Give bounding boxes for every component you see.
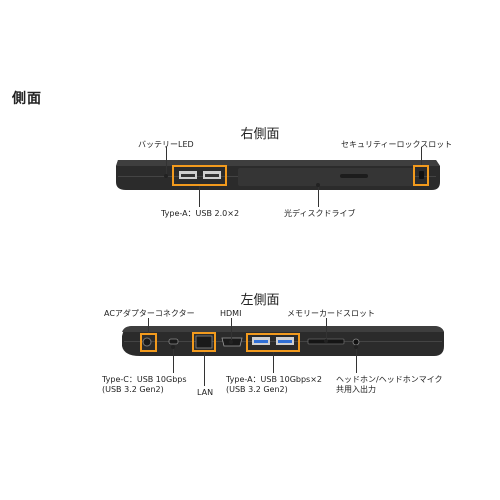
usb-a-10gbps-label: Type-A：USB 10Gbps×2 (USB 3.2 Gen2) [226,375,322,395]
optical-drive-marker [316,183,320,187]
security-slot-label: セキュリティーロックスロット [341,140,453,149]
optical-drive-line [318,187,319,207]
hdmi-line [231,318,232,340]
battery-led-label: バッテリーLED [138,140,194,149]
battery-led-line [166,147,167,174]
headphone-marker [354,345,358,349]
usb-c-label-line1: Type-C：USB 10Gbps [102,375,187,384]
usb-a-line [199,186,200,207]
memory-card-label: メモリーカードスロット [287,309,375,318]
usb-a-10gbps-label-line2: (USB 3.2 Gen2) [226,385,288,394]
usb-c-label: Type-C：USB 10Gbps (USB 3.2 Gen2) [102,375,187,395]
right-view-title: 右側面 [240,127,280,142]
security-slot-highlight [413,165,429,186]
hdmi-marker [229,340,233,344]
section-title: 側面 [12,91,42,107]
security-slot-line [421,147,422,165]
usb-a-highlight [172,165,227,186]
usb-a-10gbps-line [273,352,274,373]
usb-c-label-line2: (USB 3.2 Gen2) [102,385,164,394]
ac-connector-line [148,318,149,333]
headphone-label-line1: ヘッドホン/ヘッドホンマイク [336,375,443,384]
hdmi-label: HDMI [220,309,242,318]
memory-card-line [326,318,327,339]
usb-c-marker [171,345,175,349]
optical-drive-label: 光ディスクドライブ [284,209,356,218]
ac-connector-highlight [140,333,157,352]
usb-a-10gbps-label-line1: Type-A：USB 10Gbps×2 [226,375,323,384]
headphone-line [356,349,357,373]
headphone-label-line2: 共用入出力 [336,385,376,394]
lan-label: LAN [197,388,214,397]
left-view-title: 左側面 [240,293,280,308]
lan-highlight [192,332,216,352]
usb-a-10gbps-highlight [246,333,300,352]
headphone-label: ヘッドホン/ヘッドホンマイク 共用入出力 [336,375,443,395]
lan-line [204,352,205,386]
usb-a-label: Type-A：USB 2.0×2 [161,209,240,218]
memory-card-marker [324,339,328,343]
battery-led-marker [164,174,168,178]
ac-connector-label: ACアダプターコネクター [104,309,195,318]
usb-c-line [173,349,174,373]
